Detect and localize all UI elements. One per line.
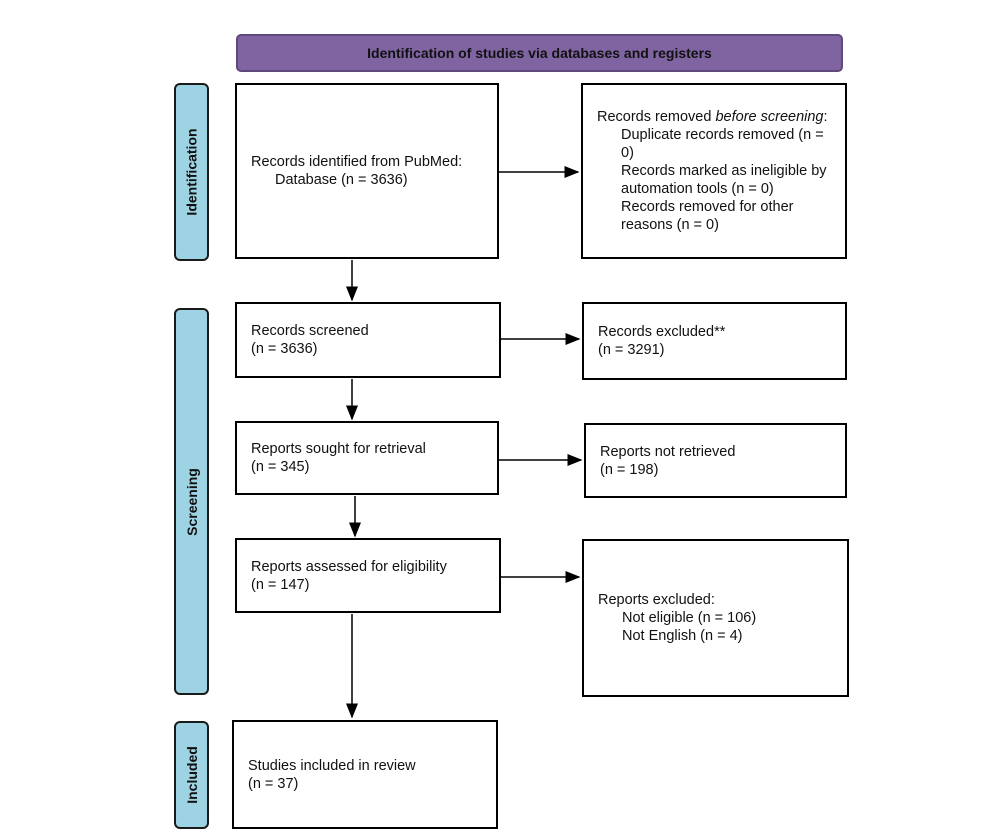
box-text: Reports sought for retrieval [251, 441, 426, 457]
records-excluded-box: Records excluded** (n = 3291) [582, 302, 847, 380]
records-removed-box: Records removed before screening: Duplic… [581, 83, 847, 259]
box-text: (n = 198) [600, 461, 659, 478]
box-text: (n = 3636) [251, 341, 318, 357]
header-banner: Identification of studies via databases … [236, 34, 843, 72]
box-text: (n = 3291) [598, 342, 665, 358]
box-text: Studies included in review [248, 757, 416, 774]
records-identified-box: Records identified from PubMed: Database… [235, 83, 499, 259]
box-text: (n = 147) [251, 576, 310, 593]
studies-included-box: Studies included in review (n = 37) [232, 720, 498, 829]
box-text: Records screened [251, 323, 369, 339]
box-text: Records identified from PubMed: [251, 154, 463, 170]
box-text: Reports not retrieved [600, 443, 736, 460]
header-text: Identification of studies via databases … [367, 45, 712, 61]
stage-included: Included [174, 721, 209, 829]
box-title: Reports excluded: [598, 592, 715, 608]
box-item: Not English (n = 4) [622, 628, 743, 644]
box-text: (n = 345) [251, 459, 310, 475]
reports-sought-box: Reports sought for retrieval (n = 345) [235, 421, 499, 495]
box-item: Records marked as ineligible by automati… [621, 163, 827, 197]
stage-identification: Identification [174, 83, 209, 261]
records-screened-box: Records screened (n = 3636) [235, 302, 501, 378]
box-item: Not eligible (n = 106) [622, 610, 757, 626]
box-text: (n = 37) [248, 775, 299, 792]
box-item: Records removed for other reasons (n = 0… [621, 199, 794, 233]
reports-not-retrieved-box: Reports not retrieved (n = 198) [584, 423, 847, 498]
box-text: Reports assessed for eligibility [251, 558, 447, 575]
box-text: Database (n = 3636) [275, 172, 408, 188]
reports-assessed-box: Reports assessed for eligibility (n = 14… [235, 538, 501, 613]
box-text: Records excluded** [598, 324, 726, 340]
stage-screening: Screening [174, 308, 209, 695]
box-title: Records removed before screening: [597, 109, 828, 125]
box-item: Duplicate records removed (n = 0) [621, 127, 824, 161]
reports-excluded-box: Reports excluded: Not eligible (n = 106)… [582, 539, 849, 697]
